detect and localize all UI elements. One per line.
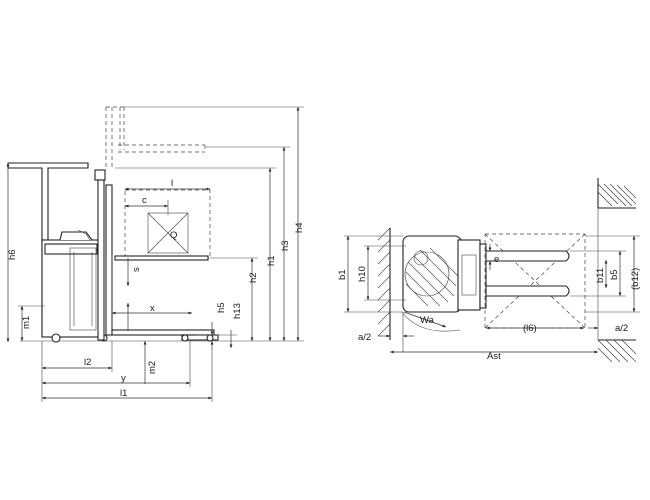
dim-label-q: Q (170, 230, 177, 241)
chassis-top (402, 235, 487, 313)
dim-label-h13: h13 (232, 303, 243, 319)
dim-label-b5: b5 (609, 269, 620, 280)
dim-label-m1: m1 (21, 316, 32, 329)
dim-label-l1: l1 (120, 388, 127, 399)
truck-body (41, 229, 108, 343)
raised-mast-outline (105, 106, 206, 170)
dim-label-h5: h5 (216, 302, 227, 313)
forks-top (485, 250, 570, 297)
wall-corner-top-right (597, 178, 637, 209)
dim-label-a2-left: a/2 (358, 332, 371, 343)
forks-lowered (111, 329, 219, 342)
dim-label-h3: h3 (280, 240, 291, 251)
pallet-outline (484, 233, 586, 329)
dim-label-h6: h6 (7, 249, 18, 260)
dim-label-l6: (l6) (523, 323, 537, 334)
dim-label-h4: h4 (294, 222, 305, 233)
dim-label-b12: (b12) (630, 268, 641, 290)
dim-label-x: x (150, 303, 155, 314)
raised-fork (114, 255, 209, 261)
dim-label-a2-right: a/2 (615, 323, 628, 334)
dim-label-l2: l2 (84, 357, 91, 368)
side-view (6, 106, 304, 402)
dim-label-e: e (494, 254, 499, 265)
dim-label-b1: b1 (337, 269, 348, 280)
dim-label-c: c (142, 195, 147, 206)
turning-radius-arc (401, 311, 461, 332)
dim-label-h2: h2 (248, 272, 259, 283)
dim-label-y: y (121, 373, 126, 384)
dim-label-b11: b11 (595, 268, 606, 283)
dim-label-h1: h1 (266, 255, 277, 266)
wall-corner-bottom-right (597, 339, 637, 363)
load-box (124, 189, 211, 259)
dim-label-ast: Ast (487, 351, 501, 362)
dim-label-l: l (171, 178, 173, 189)
wall-left (377, 227, 391, 340)
mast (94, 169, 113, 341)
dim-label-s: s (131, 267, 142, 272)
dim-label-h10: h10 (357, 266, 368, 282)
dim-label-wa: Wa (420, 315, 435, 326)
top-view (344, 178, 640, 363)
dim-label-m2: m2 (147, 361, 158, 374)
